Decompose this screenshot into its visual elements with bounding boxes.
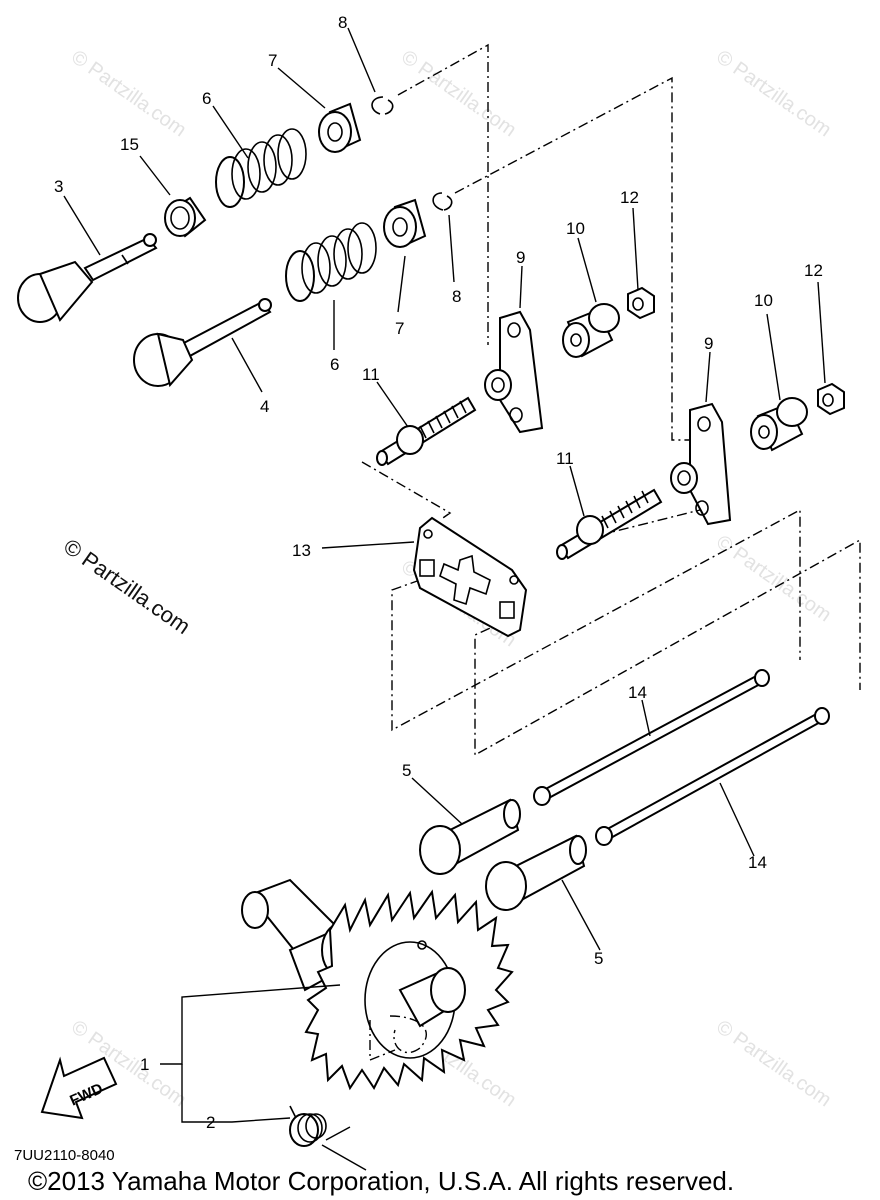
callout-11: 11: [362, 365, 380, 384]
callout-13: 13: [292, 541, 311, 560]
diagram-part-code: 7UU2110-8040: [14, 1147, 115, 1164]
callout-14: 14: [628, 683, 647, 702]
valve-lifter-upper-part-5: [419, 798, 521, 875]
callout-10: 10: [754, 291, 773, 310]
valve-retainer-upper-part-7: [318, 102, 362, 153]
callout-7: 7: [395, 319, 404, 338]
callout-15: 15: [120, 135, 139, 154]
push-rod-guide-plate-part-13: [412, 516, 528, 638]
callout-14: 14: [748, 853, 767, 872]
rocker-stud-lower-part-11: [556, 488, 663, 560]
callout-6: 6: [202, 89, 211, 108]
callout-12: 12: [620, 188, 639, 207]
leader-lines: [63, 27, 826, 1171]
exhaust-valve-part-4: [133, 298, 272, 388]
callout-9: 9: [704, 334, 713, 353]
assembly-guide-lines: [361, 43, 861, 757]
valve-cotter-lower-part-8: [432, 192, 453, 211]
push-rod-lower-part-14: [595, 707, 830, 846]
valve-cotter-upper-part-8: [371, 96, 394, 115]
callout-4: 4: [260, 397, 269, 416]
callout-6: 6: [330, 355, 339, 374]
rocker-pivot-lower-part-10: [750, 397, 808, 452]
callout-7: 7: [268, 51, 277, 70]
valve-spring-upper-part-6: [215, 128, 307, 208]
valve-retainer-lower-part-7: [383, 198, 427, 248]
valve-spring-lower-part-6: [285, 222, 377, 302]
callout-3: 3: [54, 177, 63, 196]
callout-8: 8: [338, 13, 347, 32]
watermark-faint: © Partzilla.com: [67, 46, 190, 141]
callout-12: 12: [804, 261, 823, 280]
callout-8: 8: [452, 287, 461, 306]
push-rod-upper-part-14: [533, 669, 770, 806]
copyright-notice: ©2013 Yamaha Motor Corporation, U.S.A. A…: [28, 1166, 734, 1196]
lock-nut-lower-part-12: [817, 382, 845, 416]
lock-nut-upper-part-12: [627, 286, 655, 320]
watermark-faint: © Partzilla.com: [397, 46, 520, 141]
callout-9: 9: [516, 248, 525, 267]
intake-valve-part-3: [17, 233, 158, 323]
valve-stem-seal-part-15: [164, 196, 207, 238]
rocker-pivot-upper-part-10: [562, 303, 620, 358]
rocker-arm-upper-part-9: [484, 310, 544, 434]
watermark-faint: © Partzilla.com: [712, 1016, 835, 1111]
watermark-strong: © Partzilla.com: [59, 534, 195, 640]
camshaft-assembly-part-1: [241, 878, 514, 1091]
decompressor-spring-part-2: [289, 1105, 327, 1147]
callout-labels: 8 7 6 15 3 12 10 9 8 7 6 4 11 12 10 9 11…: [54, 13, 823, 1132]
callout-5: 5: [402, 761, 411, 780]
callout-5: 5: [594, 949, 603, 968]
callout-10: 10: [566, 219, 585, 238]
rocker-arm-lower-part-9: [670, 402, 732, 526]
forward-direction-arrow: FWD: [40, 1056, 118, 1120]
callout-11: 11: [556, 449, 574, 468]
callout-2: 2: [206, 1113, 215, 1132]
valve-lifter-lower-part-5: [485, 834, 587, 911]
callout-1: 1: [140, 1055, 149, 1074]
rocker-stud-upper-part-11: [376, 396, 477, 466]
watermark-faint: © Partzilla.com: [712, 46, 835, 141]
